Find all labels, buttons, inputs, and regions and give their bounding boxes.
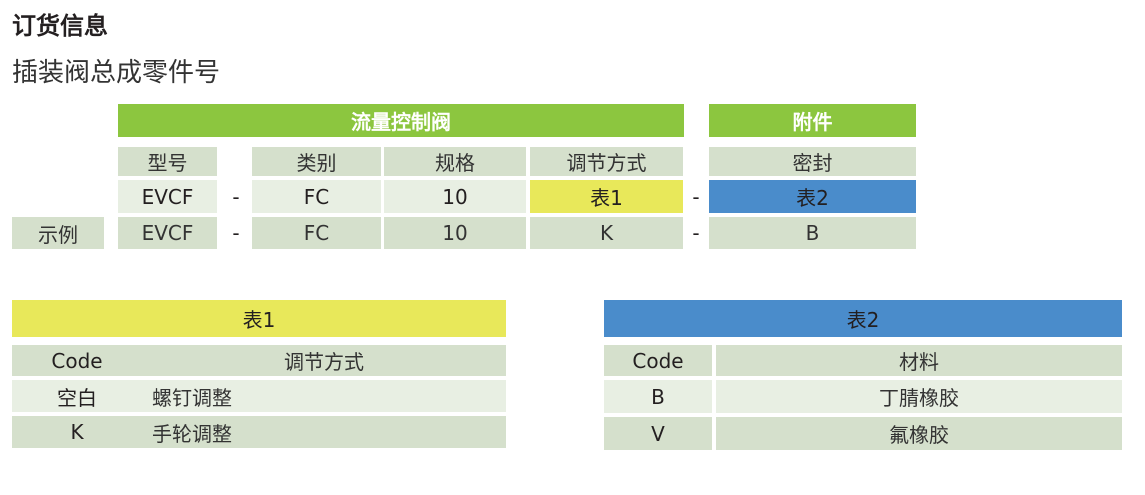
table2-material: 氟橡胶	[716, 417, 1122, 450]
example-model: EVCF	[118, 217, 217, 249]
example-adjustment: K	[530, 217, 683, 249]
table2-title: 表2	[604, 300, 1122, 337]
table1-desc: 螺钉调整	[142, 380, 506, 412]
code-adjustment: 表1	[530, 180, 683, 213]
example-size: 10	[384, 217, 526, 249]
header-model: 型号	[118, 147, 217, 176]
table1-header-adjustment: 调节方式	[142, 345, 506, 376]
example-label: 示例	[12, 217, 104, 249]
table1-code: K	[12, 416, 142, 448]
table2-material: 丁腈橡胶	[716, 380, 1122, 413]
code-dash: -	[692, 184, 700, 209]
table1-header-code: Code	[12, 345, 142, 376]
group-accessories: 附件	[709, 104, 916, 137]
code-model: EVCF	[118, 180, 217, 213]
table1-code: 空白	[12, 380, 142, 412]
code-size: 10	[384, 180, 526, 213]
code-dash: -	[232, 184, 240, 209]
example-seal: B	[709, 217, 916, 249]
table2-header-code: Code	[604, 345, 712, 376]
code-seal: 表2	[709, 180, 916, 213]
table1-title: 表1	[12, 300, 506, 337]
header-seal: 密封	[709, 147, 916, 176]
code-type: FC	[252, 180, 381, 213]
example-dash: -	[692, 221, 700, 245]
table2-code: B	[604, 380, 712, 413]
table1-desc: 手轮调整	[142, 416, 506, 448]
group-flow-control-valve: 流量控制阀	[118, 104, 684, 137]
header-size: 规格	[384, 147, 526, 176]
header-type: 类别	[252, 147, 381, 176]
page-subtitle: 插装阀总成零件号	[12, 58, 221, 88]
page-title: 订货信息	[12, 12, 108, 40]
example-type: FC	[252, 217, 381, 249]
example-dash: -	[232, 221, 240, 245]
table2-code: V	[604, 417, 712, 450]
table2-header-material: 材料	[716, 345, 1122, 376]
header-adjustment: 调节方式	[530, 147, 683, 176]
